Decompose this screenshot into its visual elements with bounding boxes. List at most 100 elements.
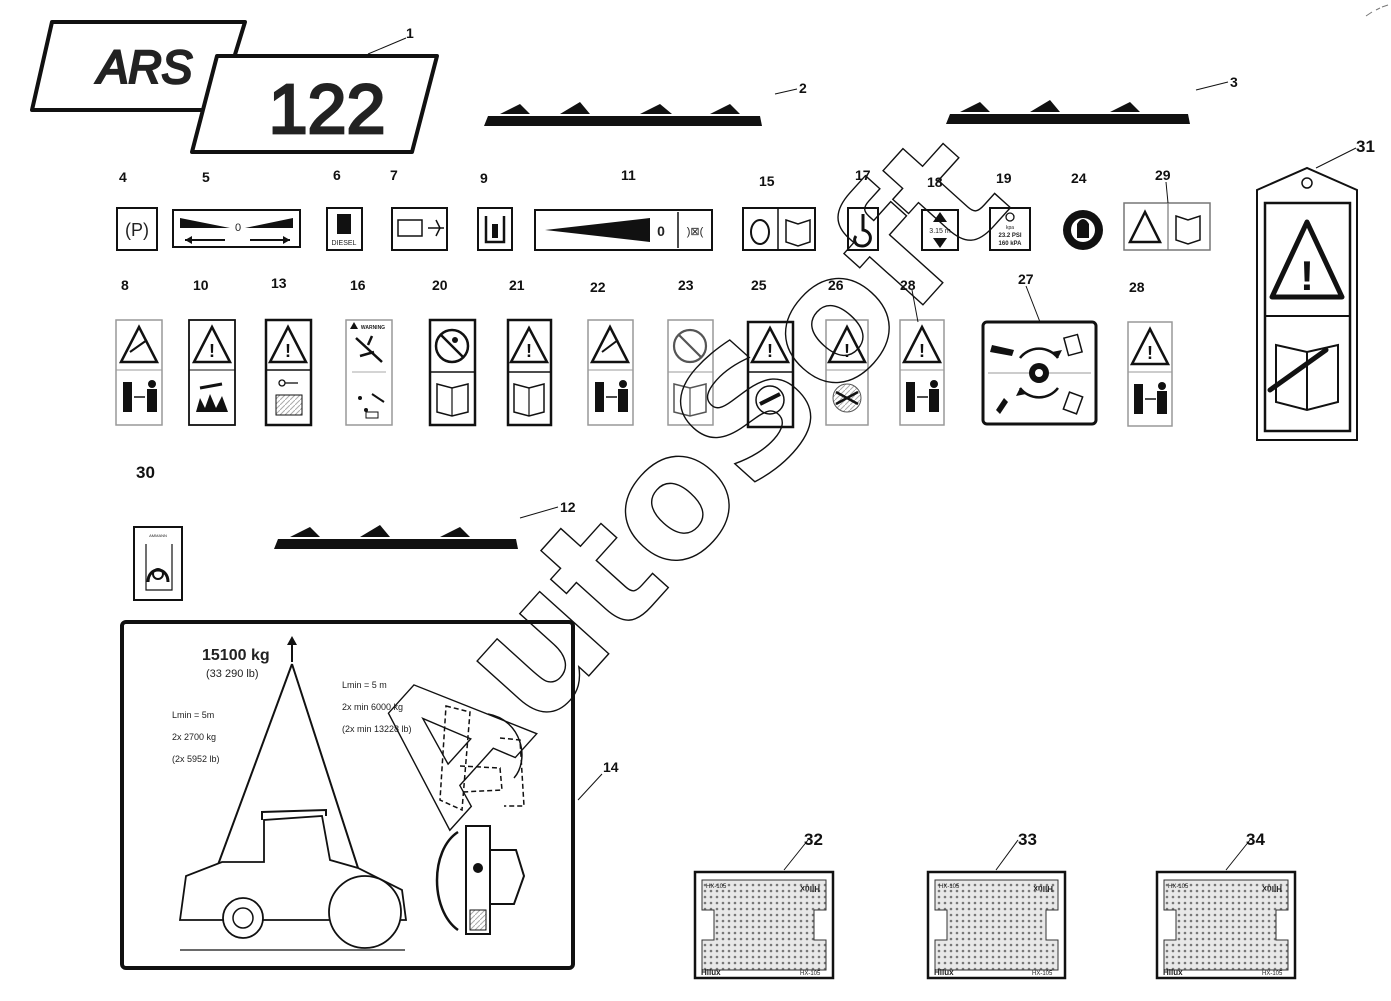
decal-10-burn-hazard: ! [188,319,236,426]
logo-model-number: 122 [269,70,386,148]
left-load: 2x 2700 kg [172,732,216,742]
decal-23-no-spray [667,319,714,426]
mat-34-code-bottom: HX-105 [1262,971,1283,977]
callout-8: 8 [121,277,129,293]
logo-model-prefix: ARS [95,41,193,93]
diesel-label: DIESEL [332,240,357,247]
decal-11-throttle: 0 )⊠( [534,209,713,251]
throttle-zero: 0 [657,223,665,239]
callout-31: 31 [1356,137,1375,156]
callout-12: 12 [560,499,576,515]
parking-symbol: (P) [125,220,149,240]
callout-28b: 28 [1129,279,1145,295]
callout-16: 16 [350,277,366,293]
callout-15: 15 [759,173,775,189]
decal-8-crush-hazard [115,319,163,426]
decal-26-fan-hazard: ! [825,319,869,426]
svg-text:!: ! [767,341,773,361]
mat-32-code-top: HX-105 [706,884,727,890]
svg-text:!: ! [209,341,215,361]
decal-13-remove-key: ! [264,318,313,427]
decal-30-caption: AMMANN [149,533,167,538]
height-value: 3.15 m [929,228,951,235]
decal-7-battery-disconnect [391,207,448,251]
lift-weight-kg: 15100 kg [202,647,270,664]
right-load: 2x min 6000 kg [342,702,403,712]
decal-25-entanglement: ! [746,320,795,429]
decal-28-crush-hazard-a: ! [899,319,945,426]
pressure-psi: 23.2 PSI [998,233,1021,239]
mat-34-brand-top: Hilux [1262,884,1282,893]
left-lmin: Lmin = 5m [172,710,214,720]
mat-34: Hilux HX-105 Hilux HX-105 [1155,870,1297,980]
decal-27-rotating-parts [981,320,1098,426]
callout-5: 5 [202,169,210,185]
decal-24-hearing-protection [1063,210,1103,250]
mat-33-brand-top: Hilux [1033,884,1053,893]
mat-32-code-bottom: HX-105 [800,971,821,977]
lift-weight-lb: (33 290 lb) [206,668,259,680]
callout-28a: 28 [900,277,916,293]
svg-text:!: ! [844,341,850,361]
mat-34-code-top: HX-105 [1168,884,1189,890]
mat-32-brand-top: Hilux [800,884,820,893]
model-logo-decal: ARS 122 [30,20,439,154]
callout-25: 25 [751,277,767,293]
brand-strip-12 [274,525,518,549]
svg-text:!: ! [285,341,291,361]
mat-33-brand-bottom: Hilux [934,968,954,977]
speed-dial-zero: 0 [235,222,241,234]
decal-9-tie-down [477,207,513,251]
decal-20-no-step [428,318,477,427]
callout-22: 22 [590,279,606,295]
corner-mark [1365,4,1389,17]
callout-27: 27 [1018,271,1034,287]
callout-32: 32 [804,830,823,849]
callout-6: 6 [333,167,341,183]
mat-32: Hilux HX-105 Hilux HX-105 [693,870,835,980]
callout-7: 7 [390,167,398,183]
mat-33-code-top: HX-105 [939,884,960,890]
right-lmin: Lmin = 5 m [342,680,387,690]
decal-6-diesel: DIESEL [326,207,363,251]
decal-31-hang-tag: ! [1256,166,1358,441]
callout-4: 4 [119,169,127,185]
svg-text:!: ! [1147,343,1153,363]
callout-1: 1 [406,25,414,41]
right-load-lb: (2x min 13228 lb) [342,724,412,734]
brand-strip-2 [484,102,762,126]
callout-3: 3 [1230,74,1238,90]
decal-30-hydraulic: AMMANN [133,526,183,601]
callout-21: 21 [509,277,525,293]
decal-28-crush-hazard-b: ! [1127,321,1173,427]
svg-text:!: ! [526,341,532,361]
decal-17-lift-hook [847,207,879,251]
callout-30: 30 [136,463,155,482]
mat-33-code-bottom: HX-105 [1032,971,1053,977]
decal-21-read-manual: ! [506,318,553,427]
callout-33: 33 [1018,830,1037,849]
callout-labels: 1 2 3 4 5 6 7 8 9 10 11 12 13 14 15 16 1… [119,25,1375,849]
decal-29-warning-manual [1123,202,1211,251]
callout-19: 19 [996,170,1012,186]
pressure-unit: kpa [1006,225,1014,231]
decal-18-height: 3.15 m [921,209,959,251]
svg-text:!: ! [1300,252,1314,299]
decal-15-engine-manual [742,207,816,251]
mat-33: Hilux HX-105 Hilux HX-105 [926,870,1067,980]
pressure-kpa: 160 kPA [999,241,1023,247]
callout-26: 26 [828,277,844,293]
callouts [367,37,1357,871]
callout-10: 10 [193,277,209,293]
svg-text:!: ! [919,341,925,361]
callout-14: 14 [603,759,619,775]
decal-5-speed-range: 0 [172,209,301,248]
callout-34: 34 [1246,830,1265,849]
brand-strip-3 [946,100,1190,124]
callout-11: 11 [621,167,636,183]
callout-23: 23 [678,277,694,293]
decal-16-warning: WARNING [345,319,393,426]
left-load-lb: (2x 5952 lb) [172,754,220,764]
callout-2: 2 [799,80,807,96]
